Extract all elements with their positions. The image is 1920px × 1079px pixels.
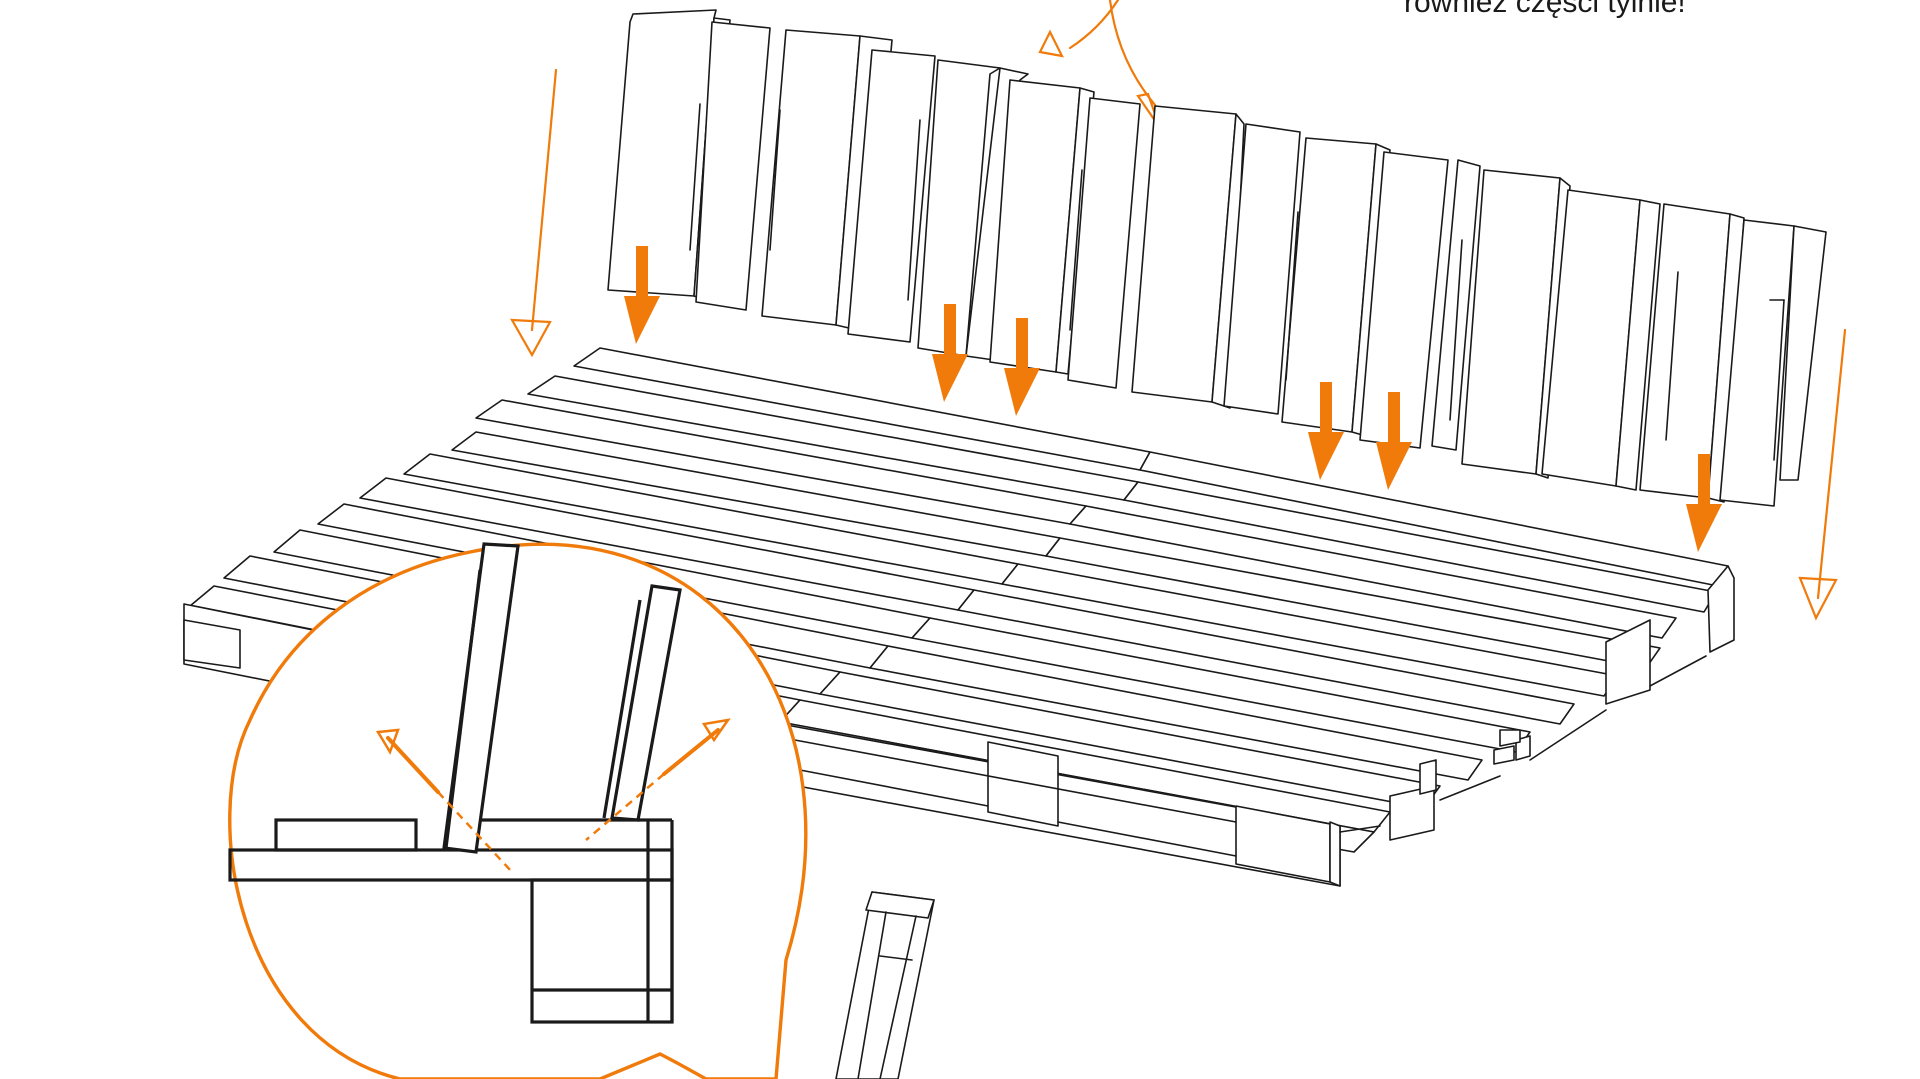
seat-plank — [1069, 505, 1677, 639]
down-arrow-icon — [1376, 392, 1412, 490]
pallet-block — [1499, 729, 1521, 747]
drop-arrows — [624, 246, 1722, 552]
pallet-block — [183, 619, 241, 669]
down-arrow-icon — [1686, 454, 1722, 552]
pallet-block — [1329, 821, 1341, 887]
magnifier-callout-icon — [228, 542, 808, 1079]
screw-icon — [585, 718, 731, 841]
pallet-block — [1419, 759, 1437, 795]
down-arrow-icon — [932, 304, 968, 402]
pallet-block — [1605, 619, 1651, 705]
down-arrow-icon — [1308, 382, 1344, 480]
guide-arrows — [510, 0, 1847, 621]
seat-plank — [1001, 563, 1619, 697]
guide-line-right — [1816, 328, 1847, 600]
screw-icon — [375, 728, 513, 873]
seat-plank — [869, 645, 1483, 781]
pallet-block — [987, 741, 1059, 827]
seat-plank — [1123, 481, 1717, 613]
pallet-block — [1389, 785, 1435, 841]
down-arrow-icon — [1004, 318, 1040, 416]
curved-arrow-icon — [1068, 0, 1120, 50]
pallet-side-rail — [1707, 565, 1735, 653]
guide-line-left — [530, 68, 558, 332]
backrest — [607, 9, 1827, 507]
down-arrow-icon — [624, 246, 660, 344]
joint-detail — [228, 542, 682, 1024]
pallet-block — [1493, 745, 1515, 765]
annotation-text: również części tylnie! — [1404, 0, 1686, 19]
seat-plank — [957, 589, 1575, 725]
curved-arrow-icon — [1108, 0, 1157, 107]
loose-plank — [835, 891, 935, 1079]
